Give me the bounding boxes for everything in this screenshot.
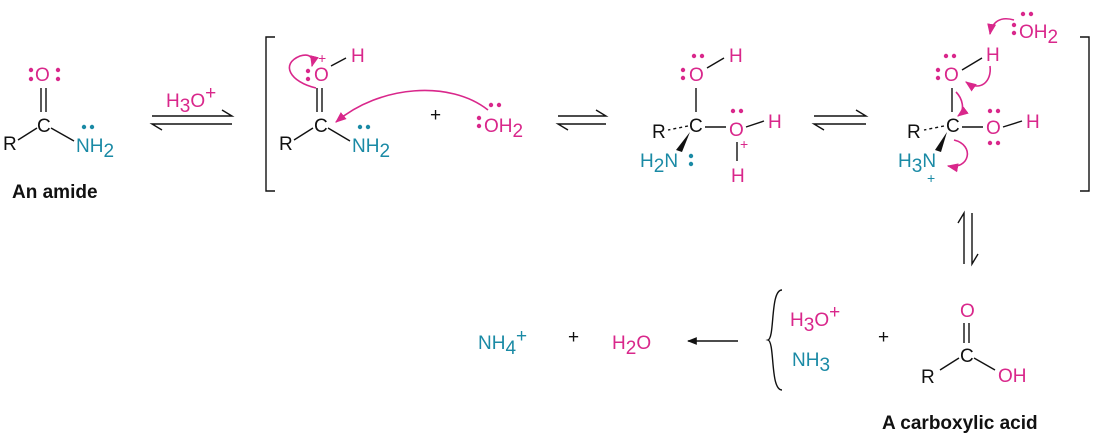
svg-text:R: R: [907, 122, 921, 143]
plus-sign-1: +: [430, 105, 441, 126]
svg-text:OH2: OH2: [1019, 22, 1058, 48]
equilibrium-arrow-vertical: [957, 210, 979, 267]
svg-text:C: C: [314, 116, 328, 137]
curved-arrow-attack: [335, 89, 489, 123]
svg-text:O: O: [944, 65, 959, 86]
svg-text:OH: OH: [998, 366, 1027, 387]
svg-text:H: H: [768, 112, 782, 133]
plus-sign-3: +: [878, 327, 889, 348]
svg-text:H: H: [1026, 112, 1040, 133]
svg-text:O: O: [960, 301, 975, 322]
svg-text:NH2: NH2: [352, 136, 390, 162]
curved-arrow-leaving-group: [946, 139, 969, 173]
svg-text:R: R: [279, 134, 293, 155]
svg-text:H3N: H3N: [898, 151, 936, 177]
carbonyl-oxygen: O: [35, 65, 50, 86]
equilibrium-arrow-3: [811, 109, 869, 131]
water-nucleophile: OH2: [335, 89, 523, 142]
equilibrium-arrow-2: [555, 109, 609, 131]
amide-caption: An amide: [12, 182, 98, 203]
plus-sign-2: +: [568, 327, 579, 348]
protonated-oxygen: O: [314, 65, 329, 86]
acid-caption: A carboxylic acid: [882, 413, 1038, 434]
svg-text:+: +: [927, 170, 935, 186]
protonated-amide: O + H C R NH2: [279, 46, 390, 162]
svg-text:O: O: [986, 118, 1001, 139]
svg-text:H2N: H2N: [640, 151, 678, 177]
svg-text:O: O: [689, 65, 704, 86]
curved-arrow-deprotonation: [987, 18, 1015, 36]
equilibrium-arrow-1: H3O+: [149, 83, 235, 131]
svg-text:H: H: [731, 166, 745, 187]
svg-text:+: +: [318, 50, 326, 66]
svg-text:H: H: [351, 46, 365, 67]
proton-transfer-intermediate: OH2 O H C R H3N + O H: [898, 11, 1058, 186]
svg-text:+: +: [740, 136, 748, 152]
curved-arrow-resonance: [288, 54, 319, 89]
carbonyl-carbon: C: [37, 116, 51, 137]
ammonium-product: NH4+: [478, 326, 527, 359]
svg-text:R: R: [921, 367, 935, 388]
svg-text:C: C: [946, 116, 960, 137]
amine-nitrogen: NH2: [76, 136, 114, 162]
catalyst-h3o-plus: H3O+: [166, 83, 216, 117]
carboxylic-acid-structure: O C R OH: [921, 301, 1027, 388]
curved-arrow-oxygen-lone-pair: [955, 91, 969, 117]
svg-text:H: H: [986, 45, 1000, 66]
tetrahedral-intermediate: O H C R H2N O + H H: [640, 46, 782, 187]
svg-text:C: C: [960, 346, 974, 367]
svg-text:H3O+: H3O+: [790, 302, 840, 336]
water-product: H2O: [612, 333, 651, 359]
curved-arrow-bond-to-oxygen: [965, 65, 991, 92]
byproducts-brace: H3O+ NH3: [765, 289, 840, 391]
svg-text:C: C: [689, 116, 703, 137]
intermediates-bracket: [265, 36, 1090, 192]
r-group: R: [3, 134, 17, 155]
svg-text:OH2: OH2: [484, 116, 523, 142]
svg-text:NH3: NH3: [792, 350, 830, 376]
svg-text:H: H: [729, 46, 743, 67]
svg-text:R: R: [652, 122, 666, 143]
amide-structure: O C R NH2: [3, 65, 114, 162]
svg-text:O: O: [729, 120, 744, 141]
